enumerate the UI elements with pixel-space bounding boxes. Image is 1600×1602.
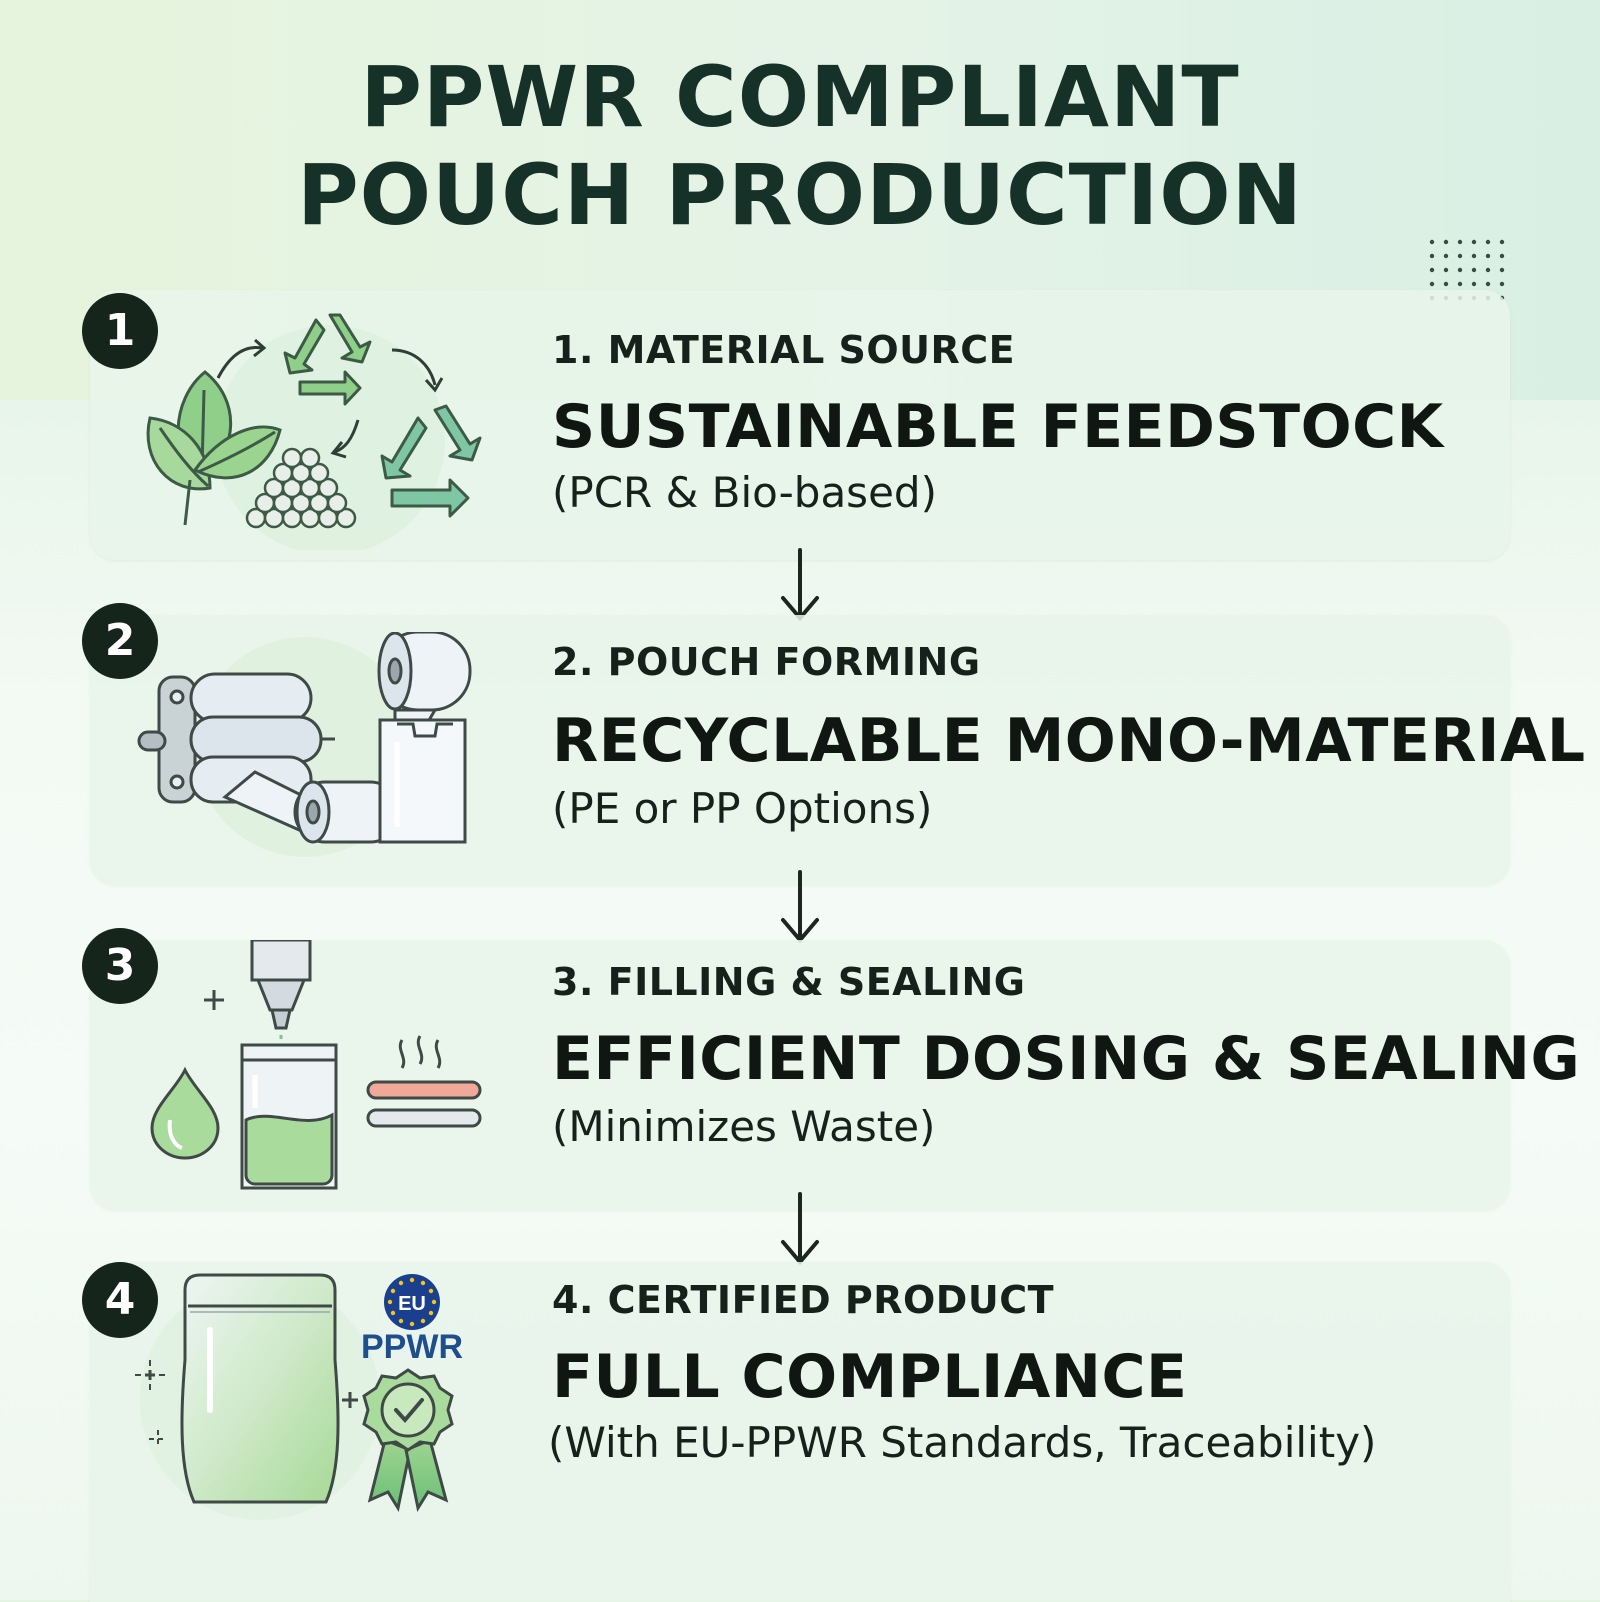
standup-pouch-icon	[180, 1273, 340, 1504]
eu-badge-icon: EU	[384, 1274, 440, 1330]
step-1-subtext: (PCR & Bio-based)	[552, 468, 937, 517]
ppwr-badge-text: PPWR	[361, 1328, 463, 1366]
step-3-subtext: (Minimizes Waste)	[552, 1102, 936, 1151]
rollers-icon	[137, 672, 335, 804]
step-3-number-badge: 3	[82, 928, 158, 1004]
step-3-illustration	[150, 940, 482, 1190]
arrow-down-icon	[781, 548, 819, 622]
step-3-heading: EFFICIENT DOSING & SEALING	[552, 1024, 1581, 1094]
droplet-icon	[150, 1066, 220, 1160]
nozzle-icon	[250, 940, 312, 1030]
heat-seal-icon	[366, 1035, 482, 1128]
step-2-number-badge: 2	[82, 603, 158, 679]
pouch-icon	[378, 708, 467, 844]
step-4-heading: FULL COMPLIANCE	[552, 1342, 1188, 1412]
recycle-icon	[283, 313, 372, 406]
step-4-label: 4. CERTIFIED PRODUCT	[552, 1278, 1055, 1322]
leaf-icon	[146, 370, 282, 526]
step-1-heading: SUSTAINABLE FEEDSTOCK	[552, 392, 1444, 462]
eu-badge-text: EU	[398, 1293, 426, 1315]
step-2-label: 2. POUCH FORMING	[552, 640, 981, 684]
step-2-heading: RECYCLABLE MONO-MATERIAL	[552, 706, 1586, 776]
film-roll-icon	[222, 632, 472, 844]
step-1-label: 1. MATERIAL SOURCE	[552, 328, 1016, 372]
step-4-subtext: (With EU-PPWR Standards, Traceability)	[548, 1418, 1377, 1467]
pellets-icon	[245, 447, 357, 529]
page-title: PPWR COMPLIANT POUCH PRODUCTION	[0, 48, 1600, 244]
title-line-1: PPWR COMPLIANT	[360, 48, 1240, 146]
step-2-subtext: (PE or PP Options)	[552, 784, 933, 833]
step-1-illustration	[146, 313, 482, 550]
title-line-2: POUCH PRODUCTION	[297, 146, 1303, 244]
step-3-label: 3. FILLING & SEALING	[552, 960, 1026, 1004]
step-4-number-badge: 4	[82, 1262, 158, 1338]
arrow-down-icon	[781, 870, 819, 944]
recycle-icon	[380, 404, 482, 518]
step-4-illustration: EU PPWR	[135, 1273, 463, 1520]
step-2-illustration	[137, 632, 472, 857]
pouch-icon	[240, 1043, 338, 1190]
certified-rosette-icon	[362, 1368, 454, 1512]
step-1-number-badge: 1	[82, 293, 158, 369]
arrow-down-icon	[781, 1192, 819, 1266]
